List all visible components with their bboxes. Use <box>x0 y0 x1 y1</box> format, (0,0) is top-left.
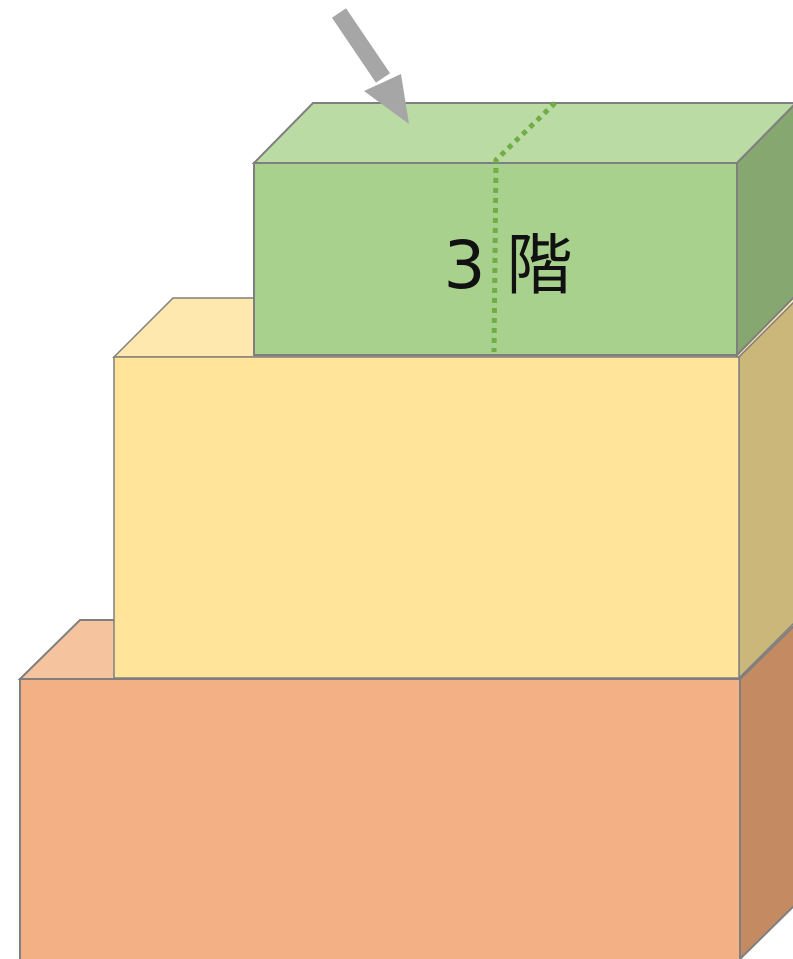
floor-3-label: 3 階 <box>444 227 573 304</box>
arrow-down-right-icon <box>331 8 409 124</box>
floor-2-side-face <box>738 301 793 680</box>
floor-1-side-face <box>739 625 793 959</box>
floor-1-front-face <box>19 678 741 959</box>
floor-3-divider-line <box>491 101 557 353</box>
floor-3-block: 3 階 <box>251 101 793 358</box>
floor-2-front-face <box>113 356 740 679</box>
